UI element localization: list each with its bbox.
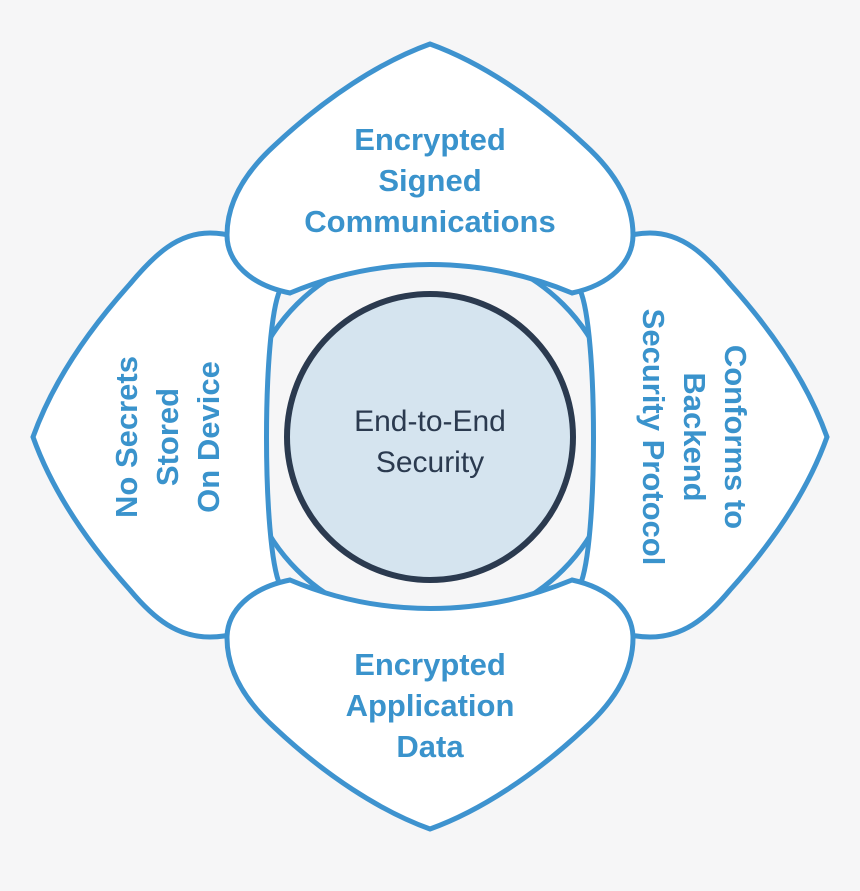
petal-left-line-1: No Secrets: [108, 356, 144, 518]
center-circle: [284, 291, 576, 583]
petal-right: [577, 230, 830, 640]
petal-left-line-2: Stored: [149, 387, 185, 487]
petal-right-label: Conforms to Backend Security Protocol: [630, 267, 760, 607]
petal-top-line-2: Signed: [378, 162, 482, 198]
petal-bottom-line-1: Encrypted: [354, 646, 506, 682]
petal-top-line-3: Communications: [304, 203, 556, 239]
center-label: End-to-End Security: [290, 382, 570, 502]
petal-right-line-2: Backend: [677, 372, 713, 502]
petal-right-line-1: Conforms to: [718, 344, 754, 530]
petal-bottom-label: Encrypted Application Data: [240, 640, 620, 770]
center-label-line-1: End-to-End: [354, 405, 506, 438]
petal-right-line-3: Security Protocol: [636, 308, 672, 566]
center-label-line-2: Security: [375, 446, 485, 479]
petal-bottom-line-3: Data: [396, 728, 464, 764]
petal-bottom: [224, 577, 636, 832]
petal-left-label: No Secrets Stored On Device: [102, 267, 232, 607]
petal-top-label: Encrypted Signed Communications: [240, 115, 620, 245]
petal-top-line-1: Encrypted: [354, 121, 506, 157]
petal-top: [224, 41, 636, 296]
petal-bottom-line-2: Application: [345, 687, 515, 723]
petal-left: [30, 230, 283, 640]
petal-left-line-3: On Device: [190, 361, 226, 513]
